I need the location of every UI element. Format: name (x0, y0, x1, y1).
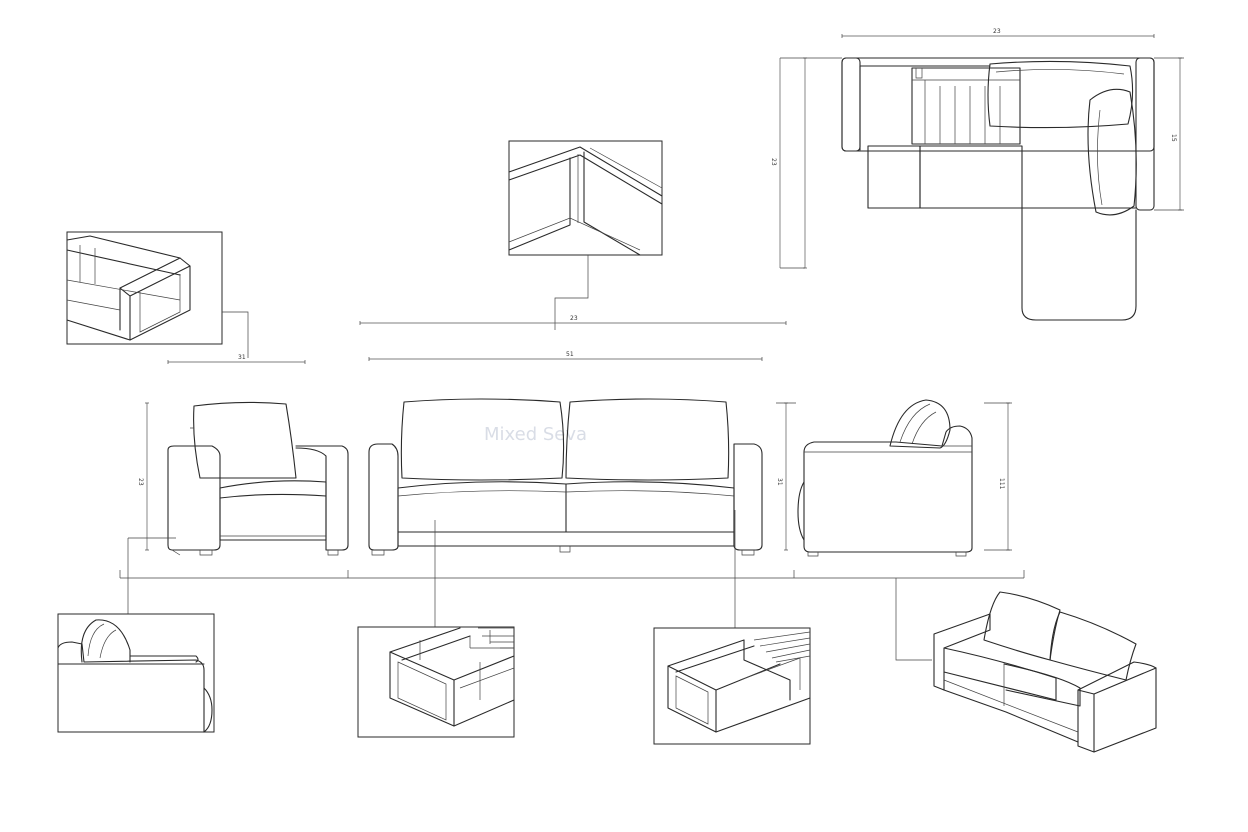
dim-sofa-inner: 51 (566, 351, 574, 358)
sofa-side-view: 111 (797, 399, 1012, 557)
base-leaders (119, 510, 1025, 661)
dim-top-depth-left: 23 (770, 158, 777, 166)
dim-sofa-height: 31 (776, 478, 783, 486)
sofa-front-view: Mixed Seva 31 (368, 398, 796, 556)
armchair-front-view: 23 (137, 401, 349, 556)
sofa-isometric-view (933, 591, 1157, 753)
armchair-side-detail (57, 613, 215, 733)
frame-detail-left: 31 (66, 231, 306, 365)
dim-top-depth-right: 15 (1170, 134, 1177, 142)
dim-top-width: 23 (993, 28, 1001, 35)
dim-side-height: 111 (998, 478, 1005, 490)
dim-chair-width: 31 (238, 354, 246, 361)
base-frame-detail-a (357, 626, 515, 738)
sofa-dimensions: 23 51 (359, 315, 787, 362)
dim-sofa-overall: 23 (570, 315, 578, 322)
base-frame-detail-b (653, 627, 811, 745)
watermark: Mixed Seva (484, 424, 587, 445)
dim-chair-height: 23 (137, 478, 144, 486)
corner-joint-detail (508, 140, 663, 330)
top-plan-view: 23 23 15 (770, 28, 1184, 321)
